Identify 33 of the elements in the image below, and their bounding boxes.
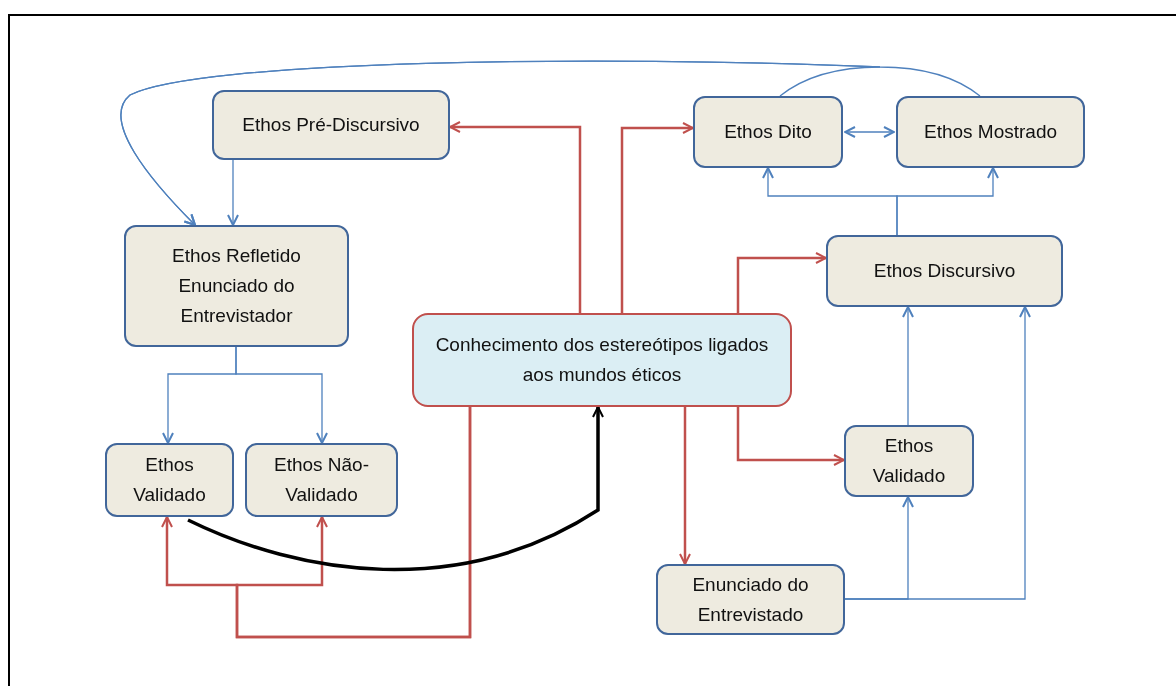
process-box bbox=[826, 235, 1063, 307]
node-label: Ethos Não-Validado bbox=[272, 453, 370, 507]
arrow bbox=[227, 159, 239, 226]
node-label: Enunciado do Entrevistado bbox=[691, 572, 810, 627]
process-box bbox=[212, 90, 450, 160]
process-box bbox=[656, 564, 845, 635]
arrow bbox=[679, 407, 691, 565]
node-label: Ethos Refletido Enunciado do Entrevistador bbox=[171, 244, 302, 328]
arrow bbox=[736, 407, 845, 466]
arrow bbox=[896, 167, 999, 236]
node-label: Ethos Pré-Discursivo bbox=[242, 113, 420, 137]
process-box bbox=[105, 443, 234, 517]
arrow bbox=[620, 122, 694, 313]
process-box bbox=[124, 225, 349, 347]
arrow bbox=[736, 252, 827, 313]
node-label: Ethos Validado bbox=[132, 453, 207, 507]
process-box bbox=[896, 96, 1085, 168]
process-box bbox=[693, 96, 843, 168]
process-box bbox=[844, 425, 974, 497]
node-label: Ethos Validado bbox=[871, 434, 947, 488]
process-box bbox=[245, 443, 398, 517]
arrow bbox=[235, 407, 472, 639]
node-label: Conhecimento dos estereótipos ligados aos mundos éticos bbox=[434, 333, 770, 387]
arrow bbox=[844, 126, 895, 138]
arrow bbox=[844, 306, 1031, 600]
arrow bbox=[235, 346, 328, 444]
node-label: Ethos Discursivo bbox=[873, 259, 1016, 283]
node-label: Ethos Dito bbox=[724, 120, 812, 144]
arrow bbox=[449, 121, 582, 313]
arrow bbox=[902, 306, 914, 426]
process-box bbox=[412, 313, 792, 407]
arrow bbox=[187, 406, 604, 572]
node-label: Ethos Mostrado bbox=[923, 120, 1058, 144]
